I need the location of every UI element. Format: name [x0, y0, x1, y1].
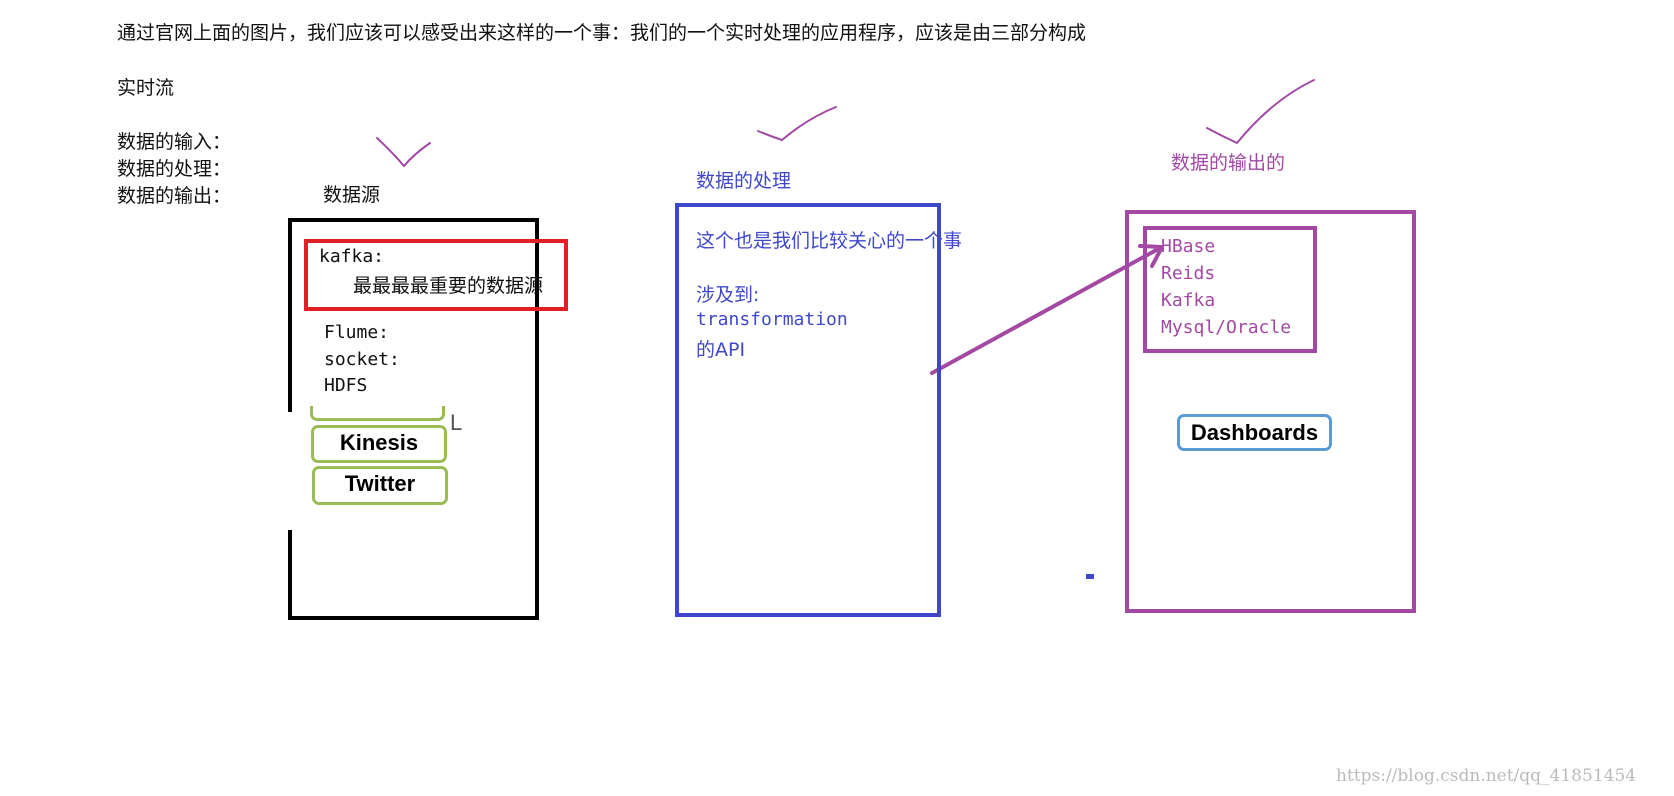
output-box — [1125, 210, 1416, 613]
kinesis-pill: Kinesis — [311, 425, 447, 463]
processing-line-2: 涉及到: — [696, 284, 760, 306]
sinks-highlight-box — [1143, 226, 1317, 353]
arrow-processing-to-output — [930, 246, 1162, 375]
output-heading: 数据的输出的 — [1171, 152, 1286, 174]
source-heading: 数据源 — [323, 184, 381, 206]
sink-reids: Reids — [1161, 263, 1216, 284]
sink-hbase: HBase — [1161, 236, 1216, 257]
stray-blue-dot — [1086, 574, 1094, 579]
intro-item-input: 数据的输入： — [117, 131, 232, 153]
intro-line-2: 实时流 — [117, 77, 175, 99]
source-socket: socket: — [324, 349, 400, 370]
sink-kafka: Kafka — [1161, 290, 1216, 311]
twitter-pill: Twitter — [312, 466, 448, 505]
kafka-highlight-box — [304, 239, 568, 311]
checkmark-output — [1206, 79, 1315, 145]
intro-line-1: 通过官网上面的图片，我们应该可以感受出来这样的一个事：我们的一个实时处理的应用程… — [117, 22, 1087, 44]
processing-line-4: 的API — [696, 339, 746, 361]
arrow-head — [1138, 244, 1164, 268]
source-flume: Flume: — [324, 322, 390, 343]
checkmark-processing — [757, 106, 837, 142]
processing-heading: 数据的处理 — [696, 170, 792, 192]
kafka-label: kafka: — [319, 246, 385, 267]
watermark: https://blog.csdn.net/qq_41851454 — [1336, 766, 1637, 786]
checkmark-source — [376, 137, 431, 168]
intro-item-processing: 数据的处理： — [117, 158, 232, 180]
processing-line-3: transformation — [696, 309, 848, 330]
cropped-pill-fragment — [310, 406, 445, 421]
processing-box — [675, 203, 941, 617]
source-box-gap — [288, 412, 293, 530]
processing-line-1: 这个也是我们比较关心的一个事 — [696, 230, 963, 252]
kafka-note: 最最最最重要的数据源 — [353, 275, 544, 297]
sink-mysql-oracle: Mysql/Oracle — [1161, 317, 1292, 338]
dashboards-pill: Dashboards — [1177, 414, 1332, 451]
source-hdfs: HDFS — [324, 375, 368, 396]
stray-mark: L — [450, 410, 463, 435]
intro-item-output: 数据的输出： — [117, 185, 232, 207]
